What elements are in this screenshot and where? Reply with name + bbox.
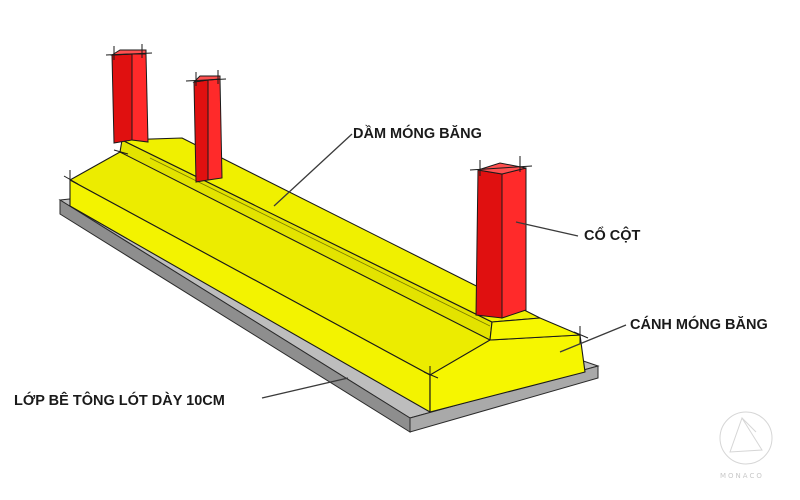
wing-leader [559, 324, 627, 353]
column-right [469, 156, 533, 319]
monaco-logo-icon [719, 411, 773, 465]
column-leader [515, 221, 579, 237]
watermark-text: MONACO [720, 472, 764, 480]
wing-label: CÁNH MÓNG BĂNG [630, 315, 768, 333]
column-label: CỔ CỘT [584, 226, 641, 244]
foundation-beam [119, 137, 581, 341]
corner-ticks [63, 149, 589, 384]
beam-label: DẦM MÓNG BĂNG [353, 124, 482, 142]
beam-leader [273, 133, 353, 207]
leader-lines [261, 133, 627, 399]
column-middle [185, 70, 227, 183]
lean-leader [261, 377, 349, 399]
column-left [105, 44, 153, 144]
lean-layer-label: LỚP BÊ TÔNG LÓT DÀY 10CM [14, 391, 225, 409]
